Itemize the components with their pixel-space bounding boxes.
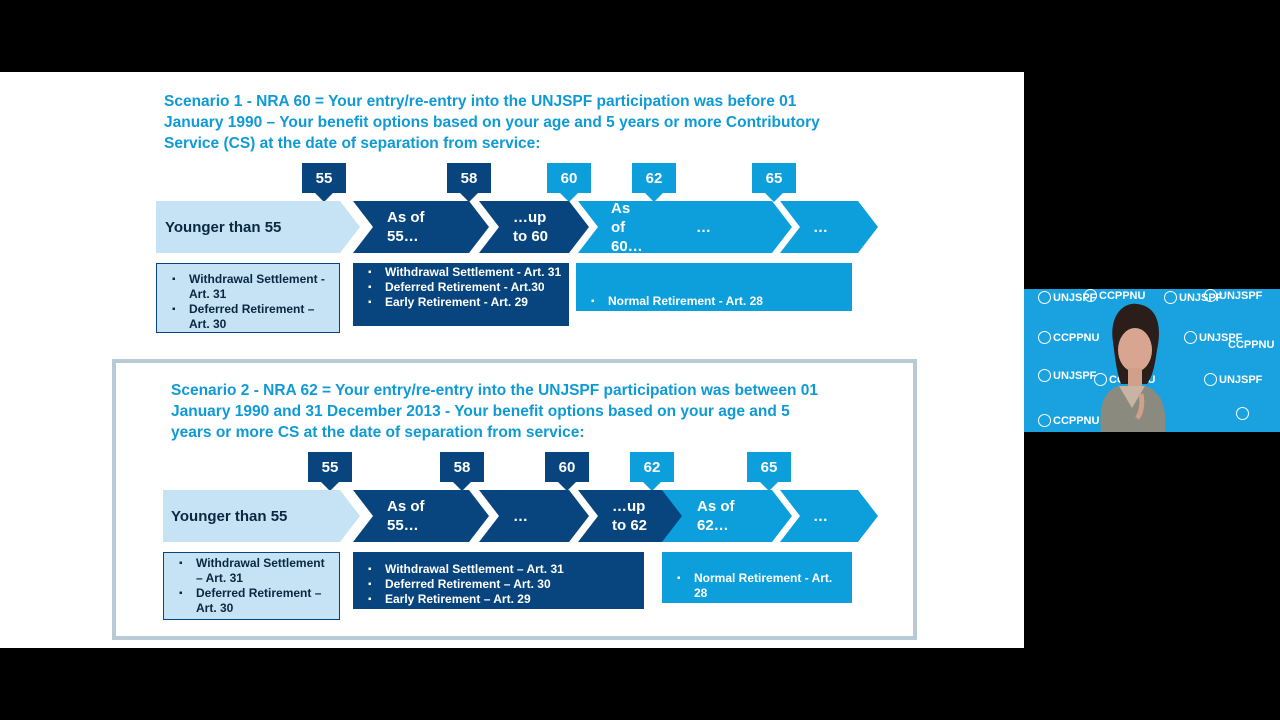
- arrow-label: Younger than 55: [165, 218, 282, 236]
- age-marker-65: 65: [752, 163, 796, 193]
- arrow-label: …: [513, 507, 528, 525]
- logo-ccppnu: CCPPNU: [1084, 289, 1145, 302]
- timeline-arrow-younger: Younger than 55: [163, 490, 360, 542]
- option-item: Withdrawal Settlement - Art. 31: [368, 265, 563, 280]
- un-emblem-icon: [1204, 289, 1217, 302]
- un-emblem-icon: [1038, 291, 1051, 304]
- option-item: Deferred Retirement – Art. 30: [172, 302, 333, 332]
- option-item: Deferred Retirement – Art. 30: [368, 577, 638, 592]
- arrow-label: …: [696, 218, 711, 236]
- arrow-label: …: [813, 218, 828, 236]
- arrow-label: …up to 60: [513, 209, 549, 245]
- arrow-label: As of 55…: [387, 209, 425, 245]
- arrow-label: As of 60…: [611, 201, 643, 253]
- option-item: Deferred Retirement - Art.30: [368, 280, 563, 295]
- scenario-1-title-line: Service (CS) at the date of separation f…: [164, 135, 541, 152]
- logo-unjspf: UNJSPF: [1204, 289, 1262, 302]
- age-marker-58: 58: [440, 452, 484, 482]
- age-marker-62: 62: [632, 163, 676, 193]
- scenario-1-title-line: January 1990 – Your benefit options base…: [164, 114, 820, 131]
- scenario-2-title-line: years or more CS at the date of separati…: [171, 424, 585, 441]
- scenario-1-title: Scenario 1 - NRA 60 = Your entry/re-entr…: [164, 91, 820, 154]
- un-emblem-icon: [1204, 373, 1217, 386]
- un-emblem-icon: [1164, 291, 1177, 304]
- age-marker-62: 62: [630, 452, 674, 482]
- un-emblem-icon: [1038, 414, 1051, 427]
- arrow-label: …: [813, 507, 828, 525]
- timeline-arrow-ellipsis: …: [780, 201, 878, 253]
- option-item: Withdrawal Settlement – Art. 31: [179, 556, 333, 586]
- timeline-arrow-ellipsis: …: [662, 201, 792, 253]
- age-marker-60: 60: [547, 163, 591, 193]
- arrow-label: As of 55…: [387, 498, 425, 534]
- logo-unjspf: UNJSPF: [1184, 331, 1242, 344]
- presenter-silhouette: [1100, 303, 1166, 432]
- age-marker-65: 65: [747, 452, 791, 482]
- option-item: Withdrawal Settlement – Art. 31: [368, 562, 638, 577]
- un-emblem-icon: [1184, 331, 1197, 344]
- scenario-2-frame: [112, 359, 917, 640]
- option-item: Deferred Retirement – Art. 30: [179, 586, 333, 616]
- logo-unjspf: UNJSPF: [1038, 369, 1096, 382]
- timeline-arrow-as-of-62: As of 62…: [662, 490, 792, 542]
- un-emblem-icon: [1236, 407, 1249, 420]
- presentation-slide: Scenario 1 - NRA 60 = Your entry/re-entr…: [0, 72, 1024, 648]
- timeline-arrow-younger: Younger than 55: [156, 201, 360, 253]
- scenario-2-title-line: Scenario 2 - NRA 62 = Your entry/re-entr…: [171, 382, 819, 399]
- option-item: Normal Retirement - Art. 28: [677, 571, 846, 601]
- scenario-1-title-line: Scenario 1 - NRA 60 = Your entry/re-entr…: [164, 93, 797, 110]
- age-marker-55: 55: [308, 452, 352, 482]
- options-box-younger: Withdrawal Settlement - Art. 31 Deferred…: [156, 263, 340, 333]
- arrow-label: Younger than 55: [171, 507, 288, 525]
- logo-ccppnu: CCPPNU: [1038, 414, 1099, 427]
- option-item: Early Retirement – Art. 29: [368, 592, 638, 607]
- un-emblem-icon: [1038, 369, 1051, 382]
- options-box-younger: Withdrawal Settlement – Art. 31 Deferred…: [163, 552, 340, 620]
- option-item: Early Retirement - Art. 29: [368, 295, 563, 310]
- options-box-as-of-55: Withdrawal Settlement – Art. 31 Deferred…: [353, 552, 644, 609]
- logo-ccppnu: CCPPNU: [1228, 339, 1275, 351]
- options-box-as-of-55: Withdrawal Settlement - Art. 31 Deferred…: [353, 263, 569, 326]
- logo-unjspf: [1236, 407, 1251, 420]
- timeline-arrow-up-to-60: …up to 60: [479, 201, 589, 253]
- un-emblem-icon: [1084, 289, 1097, 302]
- age-marker-60: 60: [545, 452, 589, 482]
- arrow-label: …up to 62: [612, 498, 648, 534]
- timeline-arrow-as-of-55: As of 55…: [353, 201, 489, 253]
- timeline-arrow-up-to-62: …up to 62: [578, 490, 686, 542]
- age-marker-58: 58: [447, 163, 491, 193]
- logo-ccppnu: CCPPNU: [1038, 331, 1099, 344]
- un-emblem-icon: [1094, 373, 1107, 386]
- arrow-label: As of 62…: [697, 498, 735, 534]
- options-box-normal-retirement: Normal Retirement - Art. 28: [576, 263, 852, 311]
- option-item: Withdrawal Settlement - Art. 31: [172, 272, 333, 302]
- scenario-2-title-line: January 1990 and 31 December 2013 - Your…: [171, 403, 790, 420]
- logo-unjspf: UNJSPF: [1204, 373, 1262, 386]
- un-emblem-icon: [1038, 331, 1051, 344]
- scenario-2-title: Scenario 2 - NRA 62 = Your entry/re-entr…: [171, 380, 818, 443]
- timeline-arrow-as-of-55: As of 55…: [353, 490, 489, 542]
- option-item: Normal Retirement - Art. 28: [591, 294, 763, 309]
- age-marker-55: 55: [302, 163, 346, 193]
- options-box-normal-retirement: Normal Retirement - Art. 28: [662, 552, 852, 603]
